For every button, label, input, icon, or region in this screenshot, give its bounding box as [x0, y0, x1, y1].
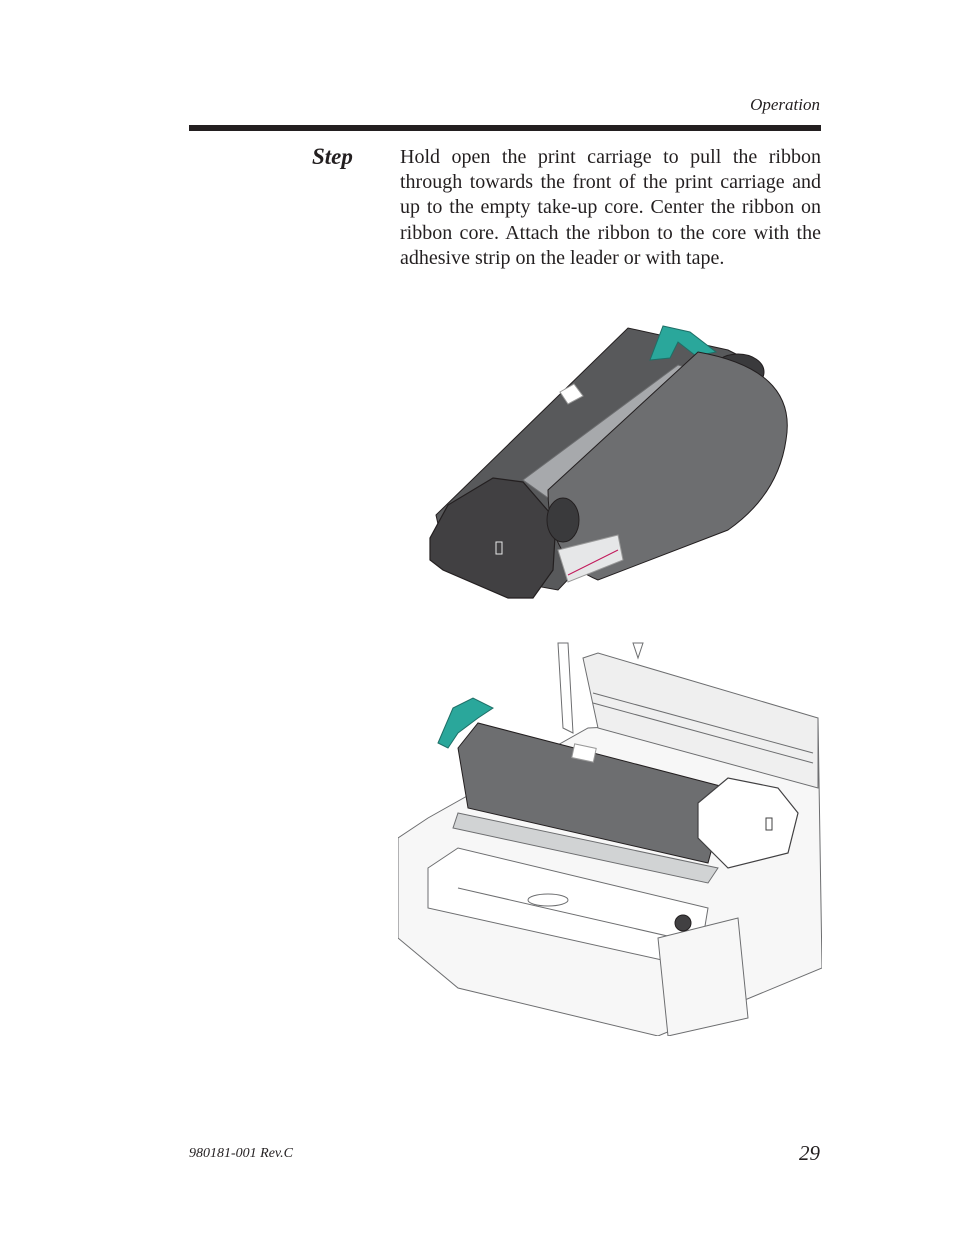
header-rule	[189, 125, 821, 131]
running-header: Operation	[750, 95, 820, 114]
document-number: 980181-001 Rev.C	[189, 1146, 293, 1161]
step-instruction: Hold open the print carriage to pull the…	[400, 146, 821, 269]
printer-open-illustration	[398, 642, 822, 1036]
page-number: 29	[799, 1141, 820, 1165]
step-label: Step	[312, 144, 353, 169]
ribbon-roll-illustration	[429, 325, 788, 599]
